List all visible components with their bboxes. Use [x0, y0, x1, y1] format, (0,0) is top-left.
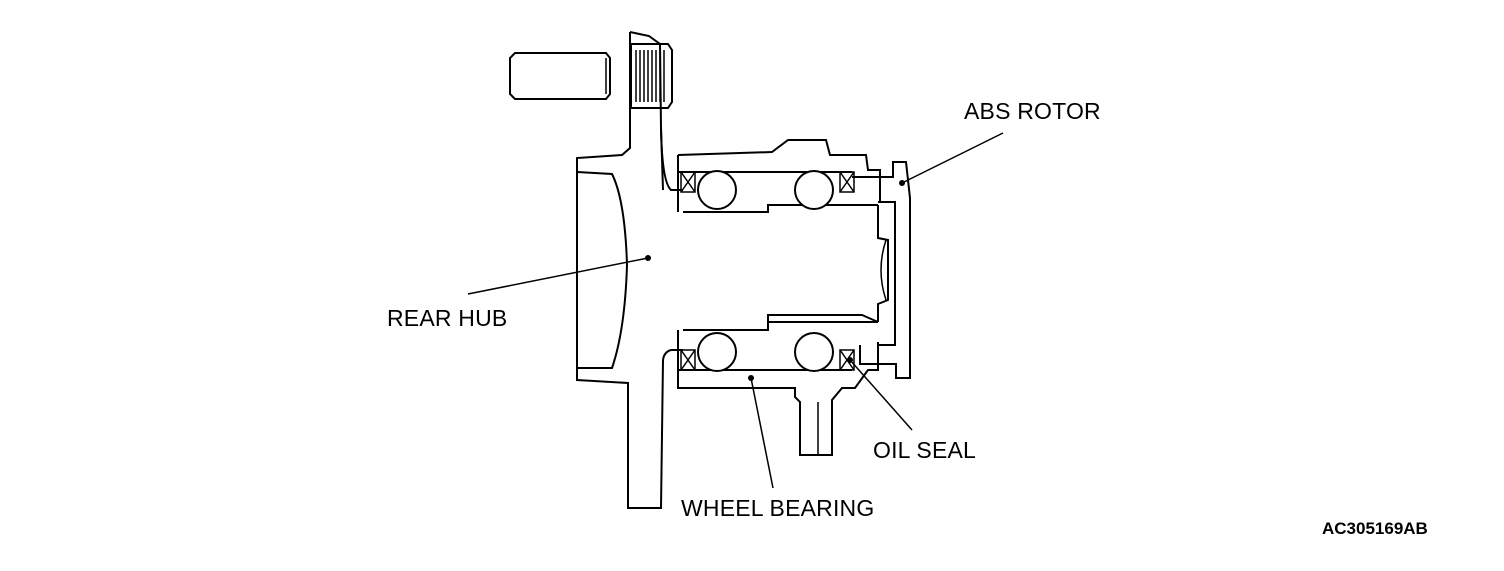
rear-hub-label: REAR HUB [387, 305, 508, 331]
wheel-bearing-label: WHEEL BEARING [681, 495, 875, 521]
figure-code: AC305169AB [1322, 519, 1428, 538]
wheel-bearing-lower [677, 314, 879, 456]
abs-rotor-label: ABS ROTOR [964, 98, 1101, 124]
wheel-stud [509, 43, 673, 109]
oil-seal-label: OIL SEAL [873, 437, 977, 463]
wheel-bearing-upper [677, 139, 881, 212]
leader-lines [467, 132, 1004, 489]
abs-rotor-cap [852, 161, 911, 379]
